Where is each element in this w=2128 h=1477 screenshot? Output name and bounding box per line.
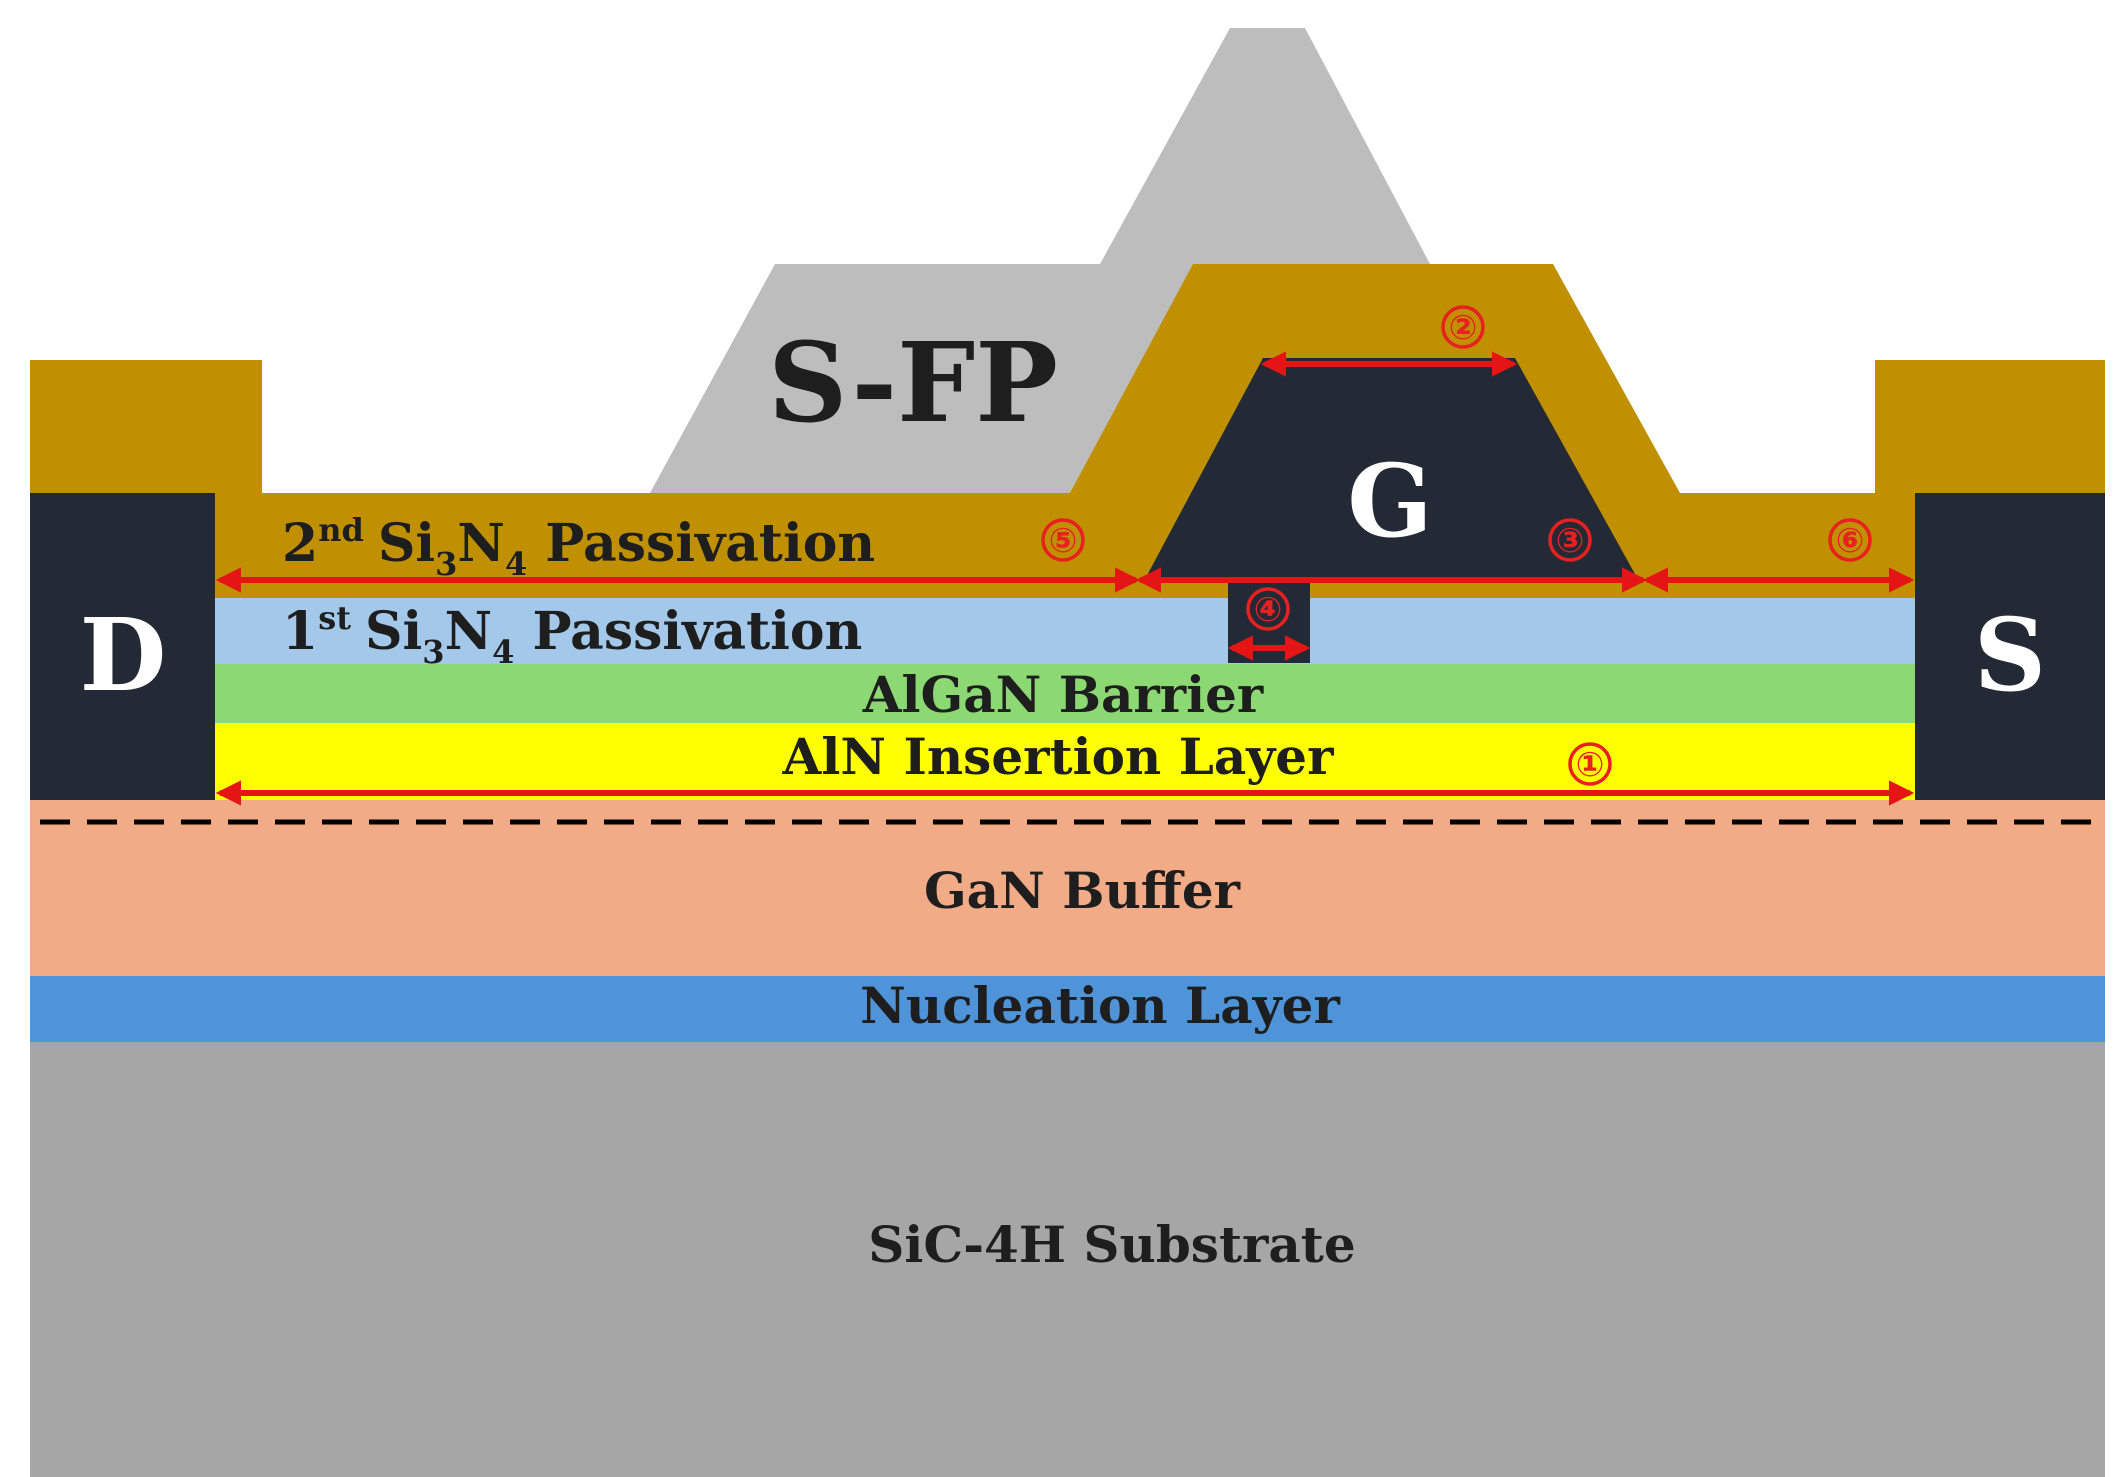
dimension-marker-2: ② — [1441, 305, 1485, 349]
svg-text:③: ③ — [1556, 521, 1585, 561]
gan-buffer-label: GaN Buffer — [924, 861, 1241, 920]
gan-buffer-layer — [30, 800, 2105, 976]
dimension-marker-1: ① — [1568, 742, 1612, 786]
dimension-marker-5: ⑤ — [1041, 518, 1085, 562]
drain-label: D — [80, 596, 167, 714]
nucleation-layer — [30, 976, 2105, 1042]
first-passivation-layer — [215, 598, 1915, 664]
svg-text:⑤: ⑤ — [1049, 521, 1078, 561]
svg-text:⑥: ⑥ — [1836, 521, 1865, 561]
svg-text:①: ① — [1576, 745, 1605, 785]
source-electrode — [1915, 493, 2105, 800]
gate-label: G — [1347, 442, 1432, 560]
algan-barrier-label: AlGaN Barrier — [862, 665, 1264, 724]
svg-text:④: ④ — [1254, 590, 1283, 630]
dimension-marker-6: ⑥ — [1828, 518, 1872, 562]
aln-insertion-label: AlN Insertion Layer — [782, 727, 1335, 786]
source-field-plate-label: S-FP — [768, 318, 1058, 447]
svg-text:②: ② — [1449, 308, 1478, 348]
nucleation-label: Nucleation Layer — [860, 976, 1340, 1035]
drain-electrode — [30, 493, 215, 800]
dimension-marker-3: ③ — [1548, 518, 1592, 562]
substrate-label: SiC-4H Substrate — [868, 1215, 1355, 1274]
dimension-marker-4: ④ — [1246, 587, 1290, 631]
algan-barrier-layer — [215, 664, 1915, 723]
sic-substrate-layer — [30, 1042, 2105, 1477]
source-label: S — [1974, 596, 2046, 714]
